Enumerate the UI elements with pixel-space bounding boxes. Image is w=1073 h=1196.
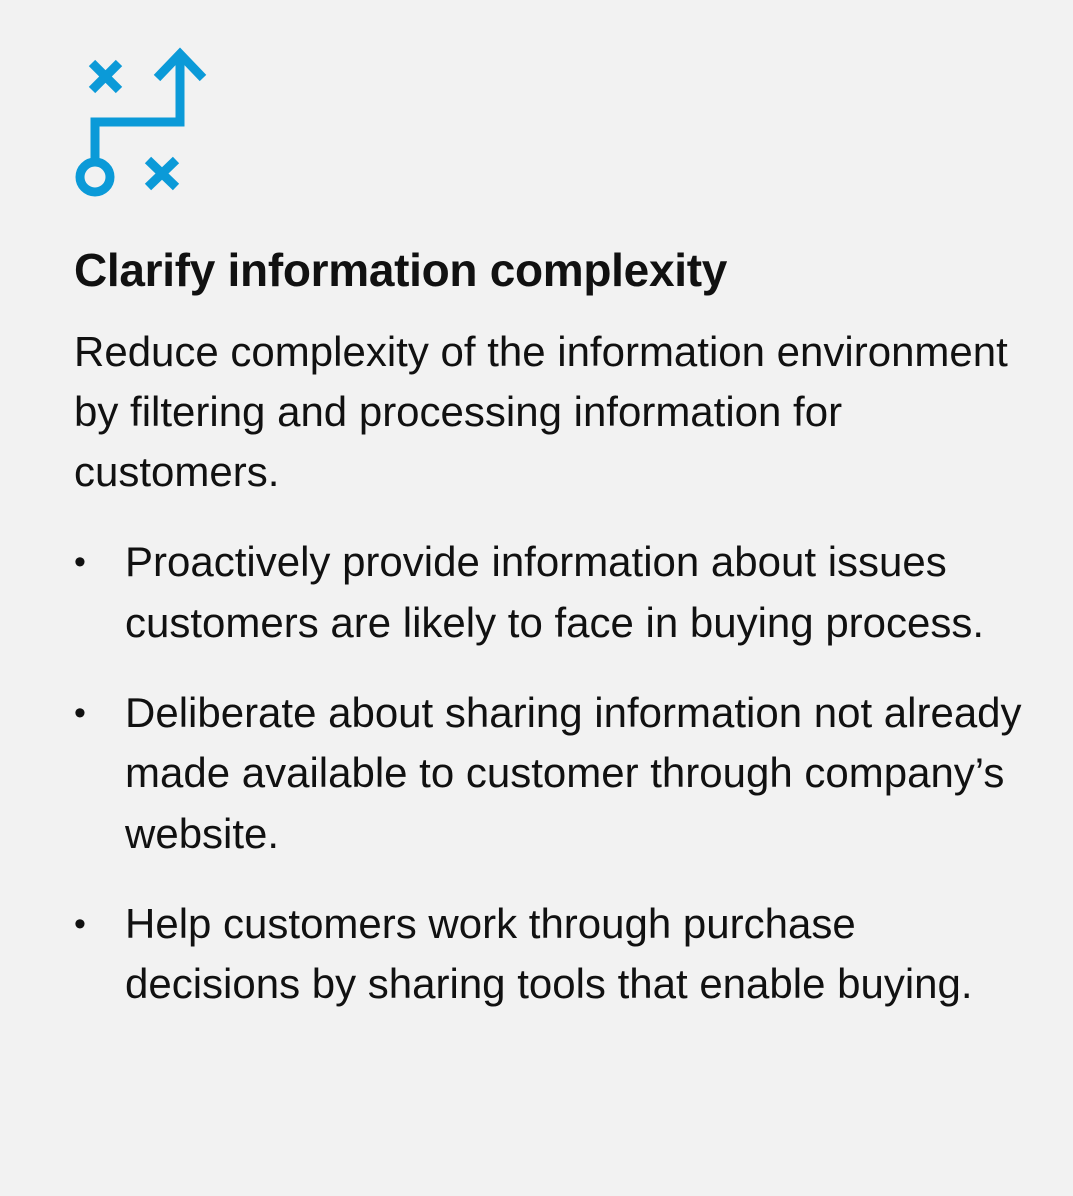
card-title: Clarify information complexity	[74, 244, 728, 296]
bullet-item: • Proactively provide information about …	[74, 532, 1034, 653]
bullet-list: • Proactively provide information about …	[74, 532, 1034, 1044]
bullet-marker: •	[74, 693, 86, 732]
bullet-marker: •	[74, 543, 86, 581]
bullet-item: • Help customers work through purchase d…	[74, 894, 1034, 1015]
bullet-text: Deliberate about sharing information not…	[125, 688, 1022, 857]
card-description: Reduce complexity of the information env…	[74, 328, 1008, 495]
bullet-marker: •	[74, 904, 86, 943]
bullet-item: • Deliberate about sharing information n…	[74, 683, 1034, 865]
start-circle	[75, 157, 115, 197]
arrow-head	[153, 47, 207, 82]
bullet-text: Proactively provide information about is…	[125, 538, 985, 646]
strategy-play-icon	[75, 47, 207, 197]
bullet-text: Help customers work through purchase dec…	[125, 899, 973, 1008]
route-line	[90, 58, 185, 159]
